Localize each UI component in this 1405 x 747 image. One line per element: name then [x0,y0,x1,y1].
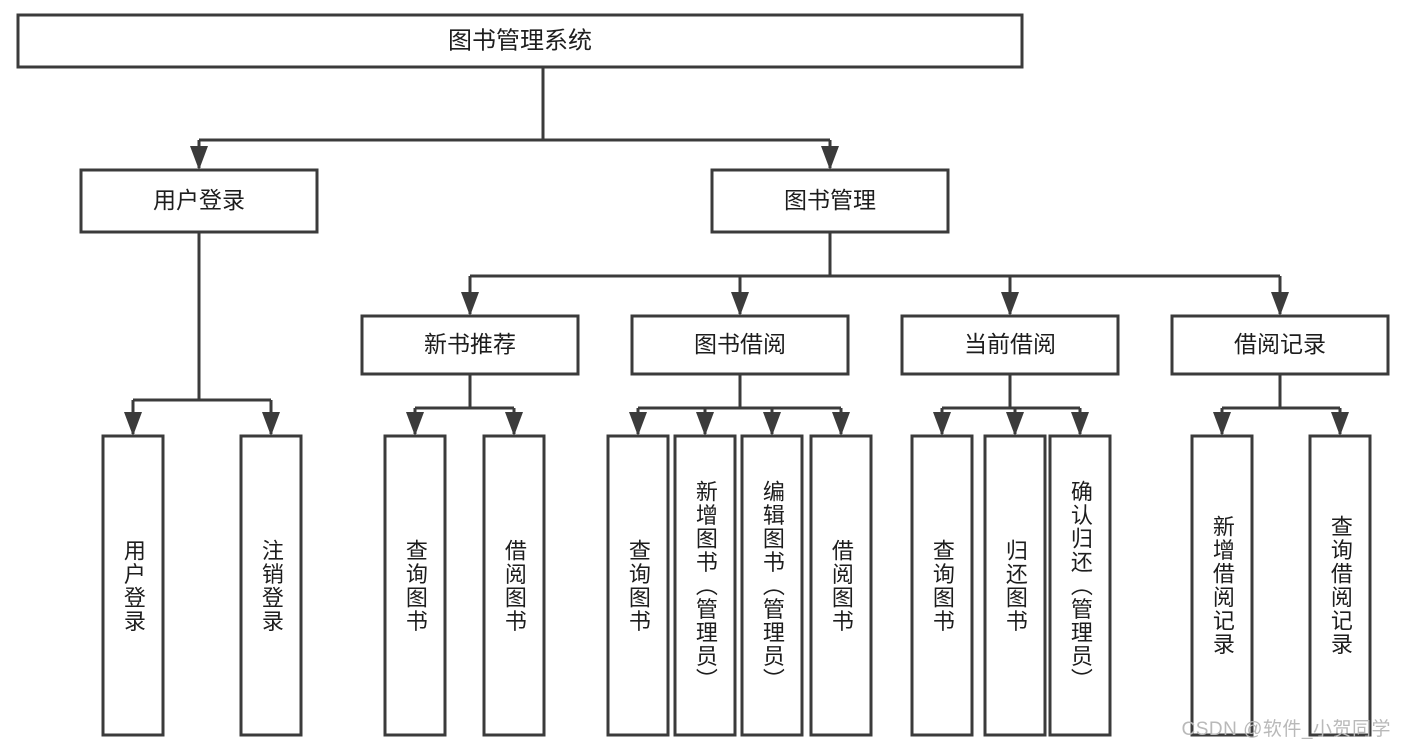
arrow-down-icon-new-book-0 [406,412,424,436]
arrow-down-icon-book-borrow-3 [832,412,850,436]
leaf-node-box-4[interactable] [606,434,670,737]
leaf-node-box-0[interactable] [101,434,165,737]
leaf-node-box-12[interactable] [1308,434,1372,737]
level2-node-box-0[interactable] [79,168,319,234]
arrow-down-icon-root-1 [821,146,839,170]
level2-node-box-1[interactable] [710,168,950,234]
arrow-down-icon-book-borrow-2 [763,412,781,436]
arrow-down-icon-new-book-1 [505,412,523,436]
arrow-down-icon-l3-2 [1001,292,1019,316]
leaf-node-box-10[interactable] [1048,434,1112,737]
arrow-down-icon-user-login-0 [124,412,142,436]
leaf-node-box-8[interactable] [910,434,974,737]
arrow-down-icon-l3-3 [1271,292,1289,316]
connectors-layer [124,67,1349,436]
leaf-node-box-9[interactable] [983,434,1047,737]
level3-node-label-2: 当前借阅 [964,331,1056,357]
root-node-label: 图书管理系统 [448,27,592,54]
arrow-down-icon-current-borrow-1 [1006,412,1024,436]
level3-node-box-0[interactable] [360,314,580,376]
arrow-down-icon-current-borrow-2 [1071,412,1089,436]
level3-node-box-2[interactable] [900,314,1120,376]
arrow-down-icon-book-borrow-0 [629,412,647,436]
boxes-layer [16,13,1390,737]
watermark-text: CSDN @软件_小贺同学 [1181,719,1391,740]
arrow-down-icon-borrow-record-1 [1331,412,1349,436]
level3-node-box-3[interactable] [1170,314,1390,376]
arrow-down-icon-user-login-1 [262,412,280,436]
level3-node-label-3: 借阅记录 [1234,331,1326,357]
leaf-node-box-1[interactable] [239,434,303,737]
leaf-node-box-2[interactable] [383,434,447,737]
level3-node-box-1[interactable] [630,314,850,376]
leaf-node-box-5[interactable] [673,434,737,737]
arrow-down-icon-root-0 [190,146,208,170]
arrow-down-icon-current-borrow-0 [933,412,951,436]
level2-node-label-1: 图书管理 [784,187,876,213]
arrow-down-icon-book-borrow-1 [696,412,714,436]
arrow-down-icon-l3-1 [731,292,749,316]
level3-node-label-1: 图书借阅 [694,331,786,357]
root-node-box[interactable] [16,13,1024,69]
level2-node-label-0: 用户登录 [153,187,245,213]
leaf-node-box-11[interactable] [1190,434,1254,737]
leaf-node-box-3[interactable] [482,434,546,737]
arrow-down-icon-borrow-record-0 [1213,412,1231,436]
leaf-node-box-6[interactable] [740,434,804,737]
leaf-node-box-7[interactable] [809,434,873,737]
arrow-down-icon-l3-0 [461,292,479,316]
level3-node-label-0: 新书推荐 [424,331,516,357]
